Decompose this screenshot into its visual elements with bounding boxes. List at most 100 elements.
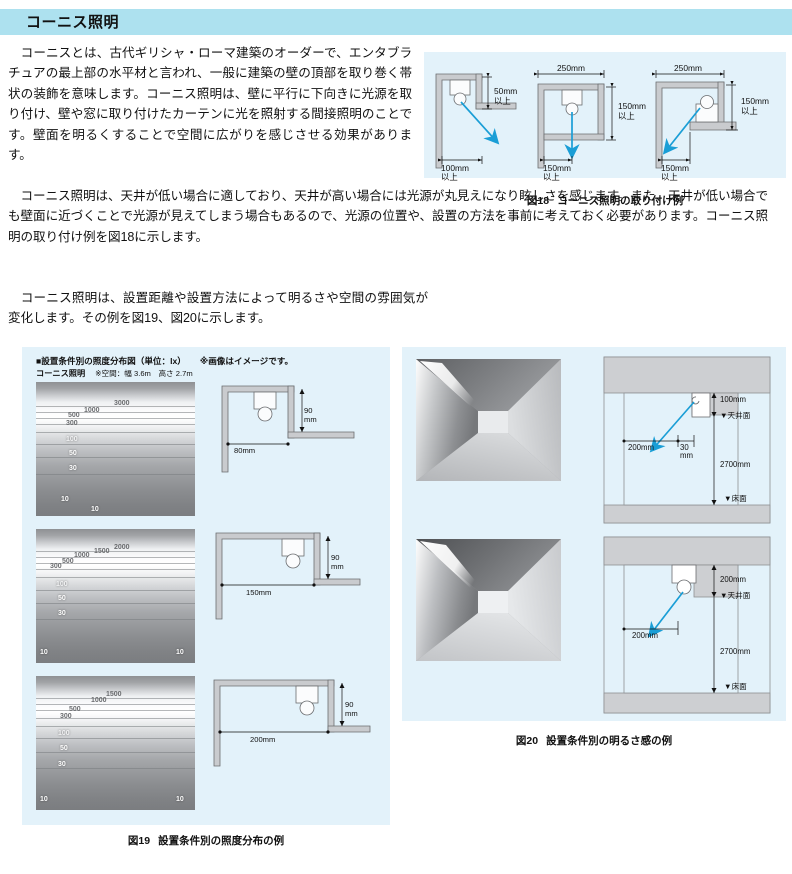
illuminance-panel-1: 3000 1000 500 300 100 50 30 10 10 bbox=[36, 382, 195, 516]
section-drop-3: 90 bbox=[345, 700, 354, 709]
contour-label: 10 bbox=[40, 649, 48, 656]
section-drop-unit-1: mm bbox=[304, 415, 317, 424]
ceiling-label-2: ▼天井面 bbox=[720, 591, 751, 600]
contour-label: 30 bbox=[58, 761, 66, 768]
contour-label: 300 bbox=[66, 420, 78, 427]
setback-2: 200mm bbox=[632, 631, 658, 640]
figure-19-head-note: ※画像はイメージです。 bbox=[199, 356, 294, 366]
figure-19-head-space: ※空間：幅 3.6m 高さ 2.7m bbox=[95, 369, 193, 378]
fig18-case-c-width: 250mm bbox=[674, 63, 702, 73]
fig18-case-a-depth: 100mm bbox=[441, 163, 469, 173]
figure-19-head-type: コーニス照明 bbox=[36, 369, 86, 378]
fig18-case-c-height: 150mm bbox=[741, 96, 769, 106]
figure-20-number: 図20 bbox=[515, 735, 539, 747]
contour-label: 10 bbox=[176, 649, 184, 656]
fig18-case-b-width: 250mm bbox=[557, 63, 585, 73]
section-diagram-1: 100mm ▼天井面 200mm 30 mm 2700mm ▼床面 bbox=[602, 355, 772, 525]
contour-label: 50 bbox=[69, 450, 77, 457]
figure-18-drawing: 50mm 以上 100mm 以上 bbox=[435, 63, 769, 182]
figure-19-caption: 図19 設置条件別の照度分布の例 bbox=[22, 833, 390, 848]
contour-label: 1000 bbox=[84, 407, 100, 414]
ceiling-label-1: ▼天井面 bbox=[720, 411, 751, 420]
fig18-case-a-depth-suffix: 以上 bbox=[441, 172, 458, 182]
figure-19-head-title: ■設置条件別の照度分布図（単位：lx） bbox=[36, 356, 186, 366]
cove-height-1: 100mm bbox=[720, 395, 746, 404]
render-image-2 bbox=[416, 539, 561, 661]
fig18-case-c-height-suffix: 以上 bbox=[741, 106, 758, 116]
illuminance-panel-2: 2000 1500 1000 500 300 100 50 30 10 10 bbox=[36, 529, 195, 663]
cove-height-2: 200mm bbox=[720, 575, 746, 584]
section-drop-2: 90 bbox=[331, 553, 340, 562]
contour-label: 300 bbox=[60, 713, 72, 720]
contour-label: 2000 bbox=[114, 544, 130, 551]
section-drop-unit-2: mm bbox=[331, 562, 344, 571]
contour-label: 500 bbox=[62, 558, 74, 565]
illuminance-panel-3: 1500 1000 500 300 100 50 30 10 10 bbox=[36, 676, 195, 810]
section-setback-3: 200mm bbox=[250, 735, 276, 744]
contour-label: 10 bbox=[91, 506, 99, 513]
contour-label: 1500 bbox=[94, 548, 110, 555]
figure-18: 50mm 以上 100mm 以上 bbox=[424, 52, 786, 182]
fig18-case-b bbox=[533, 70, 616, 169]
contour-label: 30 bbox=[58, 610, 66, 617]
floor-label-1: ▼床面 bbox=[724, 494, 747, 503]
figure-20: 100mm ▼天井面 200mm 30 mm 2700mm ▼床面 bbox=[402, 347, 786, 721]
contour-label: 100 bbox=[56, 581, 68, 588]
figure-20-caption: 図20 設置条件別の明るさ感の例 bbox=[402, 733, 786, 748]
fig18-case-a-height: 50mm bbox=[494, 86, 517, 96]
contour-label: 500 bbox=[69, 706, 81, 713]
paragraph-3: コーニス照明は、設置距離や設置方法によって明るさや空間の雰囲気が変化します。その… bbox=[8, 291, 428, 326]
fig18-case-b-height: 150mm bbox=[618, 101, 646, 111]
contour-label: 10 bbox=[61, 496, 69, 503]
paragraph-1: コーニスとは、古代ギリシャ・ローマ建築のオーダーで、エンタブラチュアの最上部の水… bbox=[8, 46, 412, 163]
fig18-case-a-height-suffix: 以上 bbox=[494, 96, 511, 106]
fig18-case-c-depth: 150mm bbox=[661, 163, 689, 173]
contour-label: 30 bbox=[69, 465, 77, 472]
section-drop-1: 90 bbox=[304, 406, 313, 415]
fig18-case-b-height-suffix: 以上 bbox=[618, 111, 635, 121]
gap-unit-1: mm bbox=[680, 451, 693, 460]
contour-label: 50 bbox=[60, 745, 68, 752]
setback-1: 200mm bbox=[628, 443, 654, 452]
room-height-2: 2700mm bbox=[720, 647, 751, 656]
fig18-case-b-depth-suffix: 以上 bbox=[543, 172, 560, 182]
contour-label: 100 bbox=[58, 730, 70, 737]
contour-label: 10 bbox=[176, 796, 184, 803]
figure-20-caption-text: 設置条件別の明るさ感の例 bbox=[546, 735, 673, 747]
contour-label: 1000 bbox=[74, 552, 90, 559]
contour-label: 50 bbox=[58, 595, 66, 602]
section-setback-1: 80mm bbox=[234, 446, 256, 455]
contour-label: 100 bbox=[66, 436, 78, 443]
fig18-case-a bbox=[435, 72, 517, 169]
floor-label-2: ▼床面 bbox=[724, 682, 747, 691]
section-sketch-1: 90 mm 80mm bbox=[208, 382, 378, 492]
fig18-case-b-depth: 150mm bbox=[543, 163, 571, 173]
figure-19-number: 図19 bbox=[127, 835, 151, 847]
section-sketch-3: 90 mm 200mm bbox=[208, 676, 378, 786]
paragraph-2: コーニス照明は、天井が低い場合に適しており、天井が高い場合には光源が丸見えになり… bbox=[8, 189, 768, 244]
figure-18-caption-text: コーニス照明の取り付け例 bbox=[557, 195, 684, 207]
contour-label: 1000 bbox=[91, 697, 107, 704]
fig18-case-c-depth-suffix: 以上 bbox=[661, 172, 678, 182]
section-header-bar bbox=[0, 9, 792, 35]
render-image-1 bbox=[416, 359, 561, 481]
contour-label: 10 bbox=[40, 796, 48, 803]
figure-19: ■設置条件別の照度分布図（単位：lx） ※画像はイメージです。 コーニス照明 ※空間… bbox=[22, 347, 390, 825]
room-height-1: 2700mm bbox=[720, 460, 751, 469]
contour-label: 300 bbox=[50, 563, 62, 570]
figure-18-number: 図18 bbox=[526, 195, 550, 207]
section-sketch-2: 90 mm 150mm bbox=[208, 529, 378, 639]
section-setback-2: 150mm bbox=[246, 588, 272, 597]
fig18-case-c bbox=[651, 70, 738, 169]
contour-label: 1500 bbox=[106, 691, 122, 698]
figure-19-head-line1: ■設置条件別の照度分布図（単位：lx） ※画像はイメージです。 bbox=[36, 355, 293, 367]
section-diagram-2: 200mm ▼天井面 200mm 2700mm ▼床面 bbox=[602, 535, 772, 715]
gap-1: 30 bbox=[680, 443, 689, 452]
page-title: コーニス照明 bbox=[26, 14, 120, 31]
contour-label: 3000 bbox=[114, 400, 130, 407]
figure-19-head-line2: コーニス照明 ※空間：幅 3.6m 高さ 2.7m bbox=[36, 367, 193, 379]
figure-19-caption-text: 設置条件別の照度分布の例 bbox=[158, 835, 285, 847]
figure-18-caption: 図18 コーニス照明の取り付け例 bbox=[424, 193, 786, 208]
section-drop-unit-3: mm bbox=[345, 709, 358, 718]
